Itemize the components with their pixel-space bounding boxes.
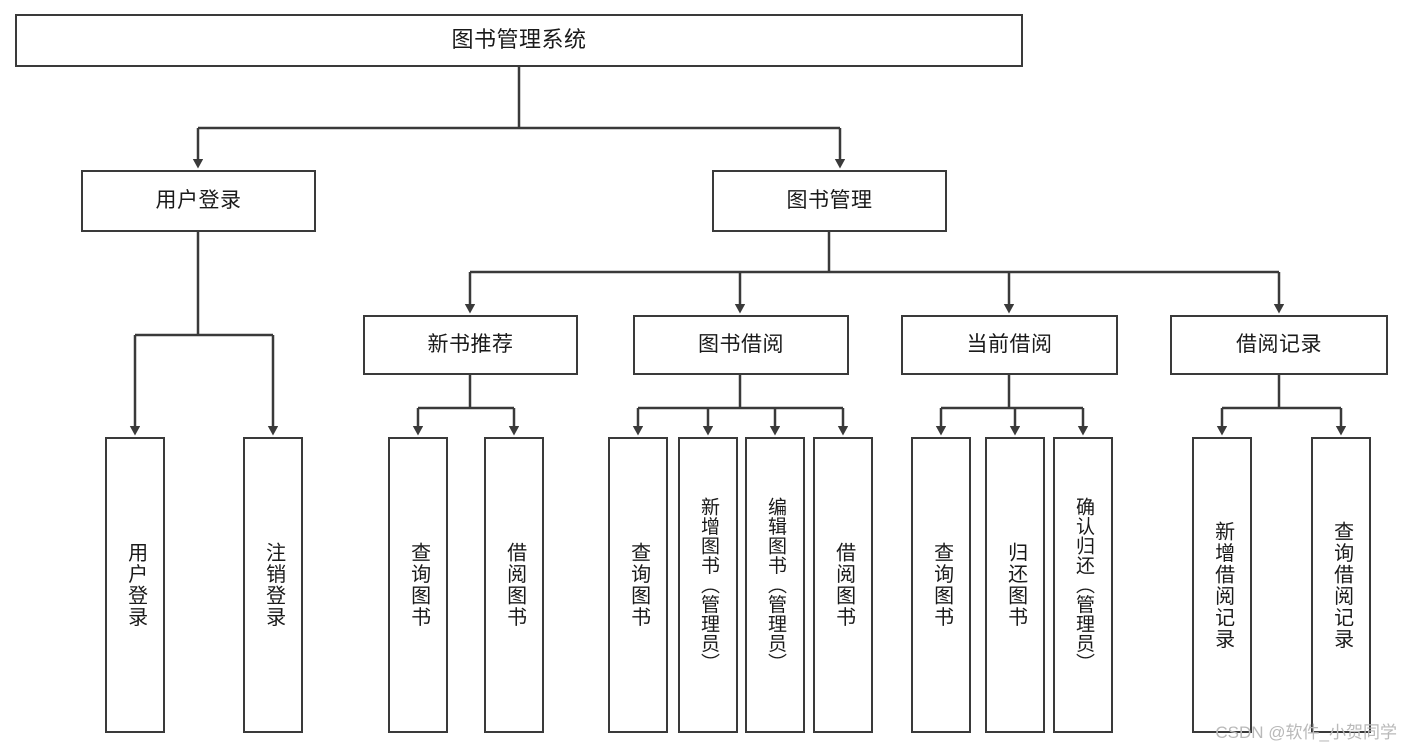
node-leaf[interactable]: 借阅图书 bbox=[813, 437, 873, 733]
node-label: 图书管理系统 bbox=[451, 27, 587, 53]
node-level3[interactable]: 借阅记录 bbox=[1170, 315, 1388, 375]
node-root[interactable]: 图书管理系统 bbox=[15, 14, 1023, 67]
node-leaf[interactable]: 注销登录 bbox=[243, 437, 303, 733]
node-label: 新增借阅记录 bbox=[1211, 520, 1234, 650]
node-label: 图书借阅 bbox=[698, 333, 784, 357]
node-level2[interactable]: 图书管理 bbox=[712, 170, 947, 232]
node-leaf[interactable]: 确认归还（管理员） bbox=[1053, 437, 1113, 733]
node-label: 用户登录 bbox=[155, 189, 242, 213]
node-label: 编辑图书（管理员） bbox=[765, 497, 787, 673]
node-level2[interactable]: 用户登录 bbox=[81, 170, 316, 232]
node-leaf[interactable]: 新增图书（管理员） bbox=[678, 437, 738, 733]
node-leaf[interactable]: 归还图书 bbox=[985, 437, 1045, 733]
node-label: 新书推荐 bbox=[427, 333, 514, 357]
node-label: 借阅图书 bbox=[832, 542, 855, 628]
node-label: 查询图书 bbox=[930, 542, 953, 628]
node-label: 借阅记录 bbox=[1236, 333, 1322, 357]
node-level3[interactable]: 新书推荐 bbox=[363, 315, 578, 375]
node-label: 借阅图书 bbox=[503, 542, 526, 628]
node-leaf[interactable]: 编辑图书（管理员） bbox=[745, 437, 805, 733]
node-leaf[interactable]: 新增借阅记录 bbox=[1192, 437, 1252, 733]
node-leaf[interactable]: 用户登录 bbox=[105, 437, 165, 733]
node-label: 查询图书 bbox=[407, 542, 430, 628]
node-label: 图书管理 bbox=[786, 189, 873, 213]
node-level3[interactable]: 图书借阅 bbox=[633, 315, 849, 375]
node-level3[interactable]: 当前借阅 bbox=[901, 315, 1118, 375]
node-label: 新增图书（管理员） bbox=[698, 497, 720, 673]
node-label: 当前借阅 bbox=[966, 333, 1053, 357]
node-label: 确认归还（管理员） bbox=[1073, 497, 1095, 673]
watermark: CSDN @软件_小贺同学 bbox=[1215, 723, 1397, 742]
node-leaf[interactable]: 查询图书 bbox=[608, 437, 668, 733]
node-label: 归还图书 bbox=[1004, 542, 1027, 628]
node-leaf[interactable]: 查询图书 bbox=[388, 437, 448, 733]
node-leaf[interactable]: 借阅图书 bbox=[484, 437, 544, 733]
node-leaf[interactable]: 查询借阅记录 bbox=[1311, 437, 1371, 733]
node-label: 用户登录 bbox=[124, 542, 147, 628]
node-label: 查询借阅记录 bbox=[1330, 520, 1353, 650]
node-label: 查询图书 bbox=[627, 542, 650, 628]
node-label: 注销登录 bbox=[262, 542, 285, 628]
node-leaf[interactable]: 查询图书 bbox=[911, 437, 971, 733]
